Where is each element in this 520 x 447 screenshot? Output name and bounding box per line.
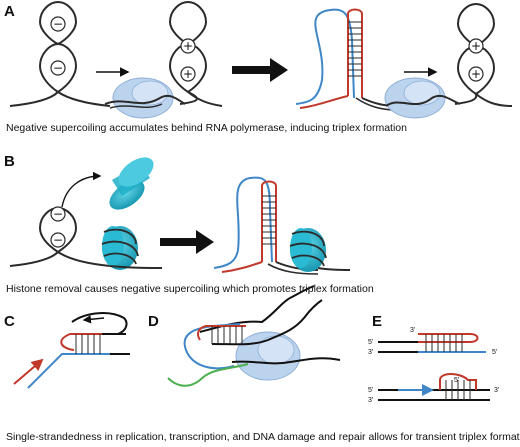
end-label: 3': [368, 397, 373, 404]
bottom-caption: Single-strandedness in replication, tran…: [6, 431, 520, 443]
red-hairpin: [418, 333, 479, 343]
minus-sign: −: [53, 17, 63, 31]
end-label: 5': [368, 387, 373, 394]
end-label: 5': [368, 339, 373, 346]
plus-sign: +: [183, 39, 193, 53]
end-label: 3': [494, 387, 499, 394]
red-hairpin: [439, 373, 477, 390]
base-pairs: [445, 380, 471, 400]
negative-supercoil: − −: [9, 206, 111, 267]
plus-sign: +: [471, 39, 481, 53]
rna-polymerase: [104, 77, 186, 119]
panel-d-letter: D: [148, 313, 159, 330]
plus-sign: +: [183, 67, 193, 81]
end-label: 3': [410, 327, 415, 334]
panel-b: B − −: [4, 153, 374, 295]
nucleosome: [101, 226, 163, 270]
base-pairs: [425, 334, 463, 352]
panel-b-letter: B: [4, 153, 15, 170]
end-label: 3': [368, 349, 373, 356]
panel-e-letter: E: [372, 313, 382, 330]
panel-c-letter: C: [4, 313, 15, 330]
positive-supercoil: + +: [454, 2, 513, 107]
minus-sign: −: [53, 233, 63, 247]
minus-sign: −: [53, 61, 63, 75]
dna-strand: [231, 357, 341, 365]
rna-transcript: [167, 363, 249, 387]
panel-a-letter: A: [4, 3, 15, 20]
panel-e: E 5' 3' 3' 5' 5' 3' 5' 3': [368, 313, 499, 404]
rna-polymerase: [384, 77, 461, 119]
red-strand-arrow: [13, 358, 44, 385]
end-label: 5': [492, 349, 497, 356]
process-arrow: [232, 58, 288, 82]
panel-a: A − − + +: [4, 0, 513, 134]
plus-sign: +: [471, 67, 481, 81]
triplex-structure: [295, 8, 399, 111]
base-pairs: [211, 326, 243, 344]
panel-d: D: [148, 285, 341, 387]
dna-strand: [211, 299, 323, 346]
red-hairpin: [60, 333, 102, 351]
panel-b-caption: Histone removal causes negative supercoi…: [6, 283, 374, 295]
histone-released: [109, 157, 154, 210]
negative-supercoil-left: − −: [9, 0, 111, 107]
panel-c: C: [4, 312, 130, 389]
blue-strand: [27, 353, 126, 389]
process-arrow: [160, 230, 214, 254]
release-arrow: [61, 171, 102, 208]
positive-supercoil: + +: [168, 0, 223, 107]
nucleosome: [289, 228, 351, 272]
minus-sign: −: [53, 207, 63, 221]
red-hairpin: [197, 325, 246, 341]
duplex-top: 5' 3' 3' 5': [368, 327, 497, 356]
duplex-bottom: 5' 3' 5' 3': [368, 373, 499, 404]
panel-a-caption: Negative supercoiling accumulates behind…: [6, 122, 407, 134]
base-pairs: [75, 334, 101, 354]
end-label: 5': [454, 377, 459, 384]
synthesis-arrow: [82, 315, 105, 324]
lagging-strand: [71, 312, 128, 335]
